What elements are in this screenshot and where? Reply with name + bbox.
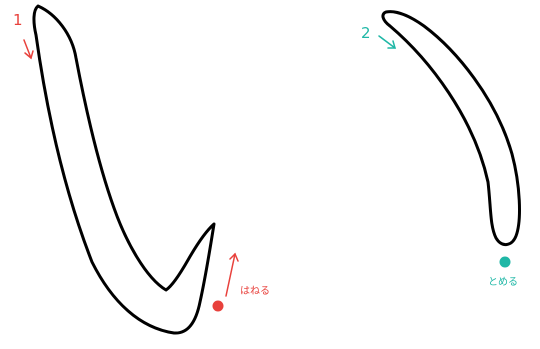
- stroke-2-outline: [381, 10, 521, 246]
- stroke-1-start-arrow-icon: [23, 39, 34, 60]
- stroke-1-end-dot: [212, 300, 224, 312]
- stroke-1-number: 1: [13, 11, 23, 29]
- stroke-2-number: 2: [361, 24, 371, 42]
- stroke-2-ending-label: とめる: [488, 276, 518, 288]
- stroke-1-ending-label: はねる: [240, 285, 270, 297]
- stroke-1-hook-arrow-icon: [225, 252, 239, 297]
- stroke-1-outline: [32, 4, 216, 335]
- stroke-2-end-dot: [499, 256, 511, 268]
- stroke-2-start-arrow-icon: [378, 35, 396, 49]
